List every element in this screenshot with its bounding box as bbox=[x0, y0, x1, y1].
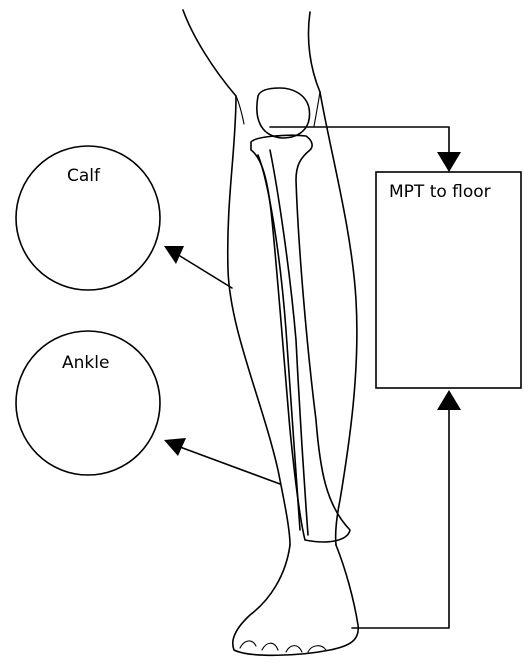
femur-outline bbox=[183, 10, 320, 96]
ankle-arrow-line bbox=[180, 447, 280, 484]
bottom-connector-arrowhead bbox=[437, 390, 461, 410]
calf-label: Calf bbox=[67, 166, 101, 186]
tibia-outline bbox=[251, 135, 350, 542]
foot-outline bbox=[233, 545, 358, 655]
patella-outline bbox=[257, 88, 310, 138]
leg-illustration bbox=[183, 10, 358, 655]
calf-arrowhead bbox=[164, 246, 184, 264]
top-connector-arrowhead bbox=[437, 152, 461, 172]
toes-outline bbox=[240, 641, 326, 652]
mpt-to-floor-box bbox=[376, 172, 521, 388]
calf-arrow-line bbox=[180, 256, 232, 288]
ankle-label: Ankle bbox=[62, 353, 109, 373]
ankle-arrowhead bbox=[164, 438, 186, 456]
top-connector-line bbox=[270, 127, 449, 158]
bottom-connector-line bbox=[352, 406, 449, 628]
mpt-to-floor-label: MPT to floor bbox=[389, 182, 491, 202]
